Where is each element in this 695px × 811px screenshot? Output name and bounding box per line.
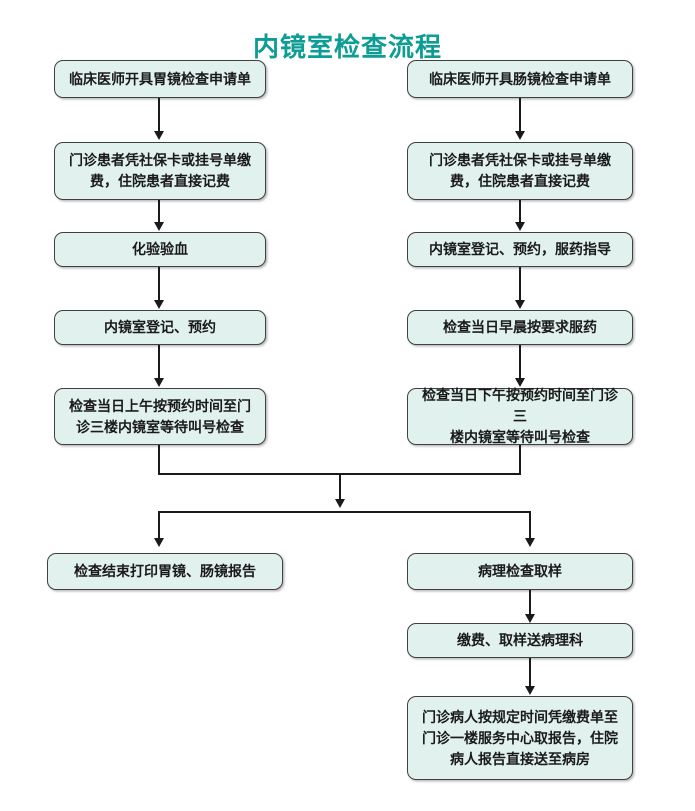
connector-line [158,345,160,379]
node-gastroscopy-request: 临床医师开具胃镜检查申请单 [54,60,266,98]
node-blood-test: 化验验血 [54,232,266,267]
connector-line [519,98,521,132]
arrowhead-icon [154,378,164,387]
node-label: 检查当日早晨按要求服药 [443,319,597,335]
arrowhead-icon [154,131,164,140]
arrowhead-icon [525,686,535,695]
connector-line [529,511,531,539]
connector-line [519,200,521,223]
connector-line [519,267,521,301]
arrowhead-icon [515,378,525,387]
connector-line [519,445,521,474]
page-title: 内镜室检查流程 [252,32,442,62]
connector-line [529,658,531,687]
connector-line [339,473,341,500]
node-label: 检查结束打印胃镜、肠镜报告 [74,563,256,579]
node-pathology-payment: 缴费、取样送病理科 [407,623,633,658]
arrowhead-icon [335,499,345,508]
arrowhead-icon [154,538,164,547]
connector-line [158,98,160,132]
node-label: 检查当日下午按预约时间至门诊三 楼内镜室等待叫号检查 [422,387,618,445]
node-label: 门诊患者凭社保卡或挂号单缴 费，住院患者直接记费 [69,152,251,189]
node-label: 内镜室登记、预约 [104,319,216,335]
node-right-payment: 门诊患者凭社保卡或挂号单缴 费，住院患者直接记费 [407,142,633,200]
arrowhead-icon [525,538,535,547]
node-left-payment: 门诊患者凭社保卡或挂号单缴 费，住院患者直接记费 [54,142,266,200]
node-print-report: 检查结束打印胃镜、肠镜报告 [47,553,283,590]
connector-line [158,511,160,539]
node-label: 病理检查取样 [478,563,562,579]
node-label: 化验验血 [132,241,188,257]
arrowhead-icon [515,222,525,231]
arrowhead-icon [525,614,535,623]
node-right-waiting: 检查当日下午按预约时间至门诊三 楼内镜室等待叫号检查 [407,387,633,445]
connector-line [158,445,160,474]
node-report-collection: 门诊病人按规定时间凭缴费单至 门诊一楼服务中心取报告，住院 病人报告直接送至病房 [407,696,633,780]
node-left-waiting: 检查当日上午按预约时间至门 诊三楼内镜室等待叫号检查 [54,388,266,445]
arrowhead-icon [154,222,164,231]
node-label: 临床医师开具肠镜检查申请单 [429,70,611,87]
node-label: 检查当日上午按预约时间至门 诊三楼内镜室等待叫号检查 [69,397,251,435]
node-label: 门诊病人按规定时间凭缴费单至 门诊一楼服务中心取报告，住院 病人报告直接送至病房 [422,708,618,767]
arrowhead-icon [515,131,525,140]
arrowhead-icon [515,300,525,309]
node-morning-medication: 检查当日早晨按要求服药 [407,310,633,345]
node-label: 内镜室登记、预约，服药指导 [429,241,611,257]
node-colonoscopy-request: 临床医师开具肠镜检查申请单 [407,60,633,98]
node-label: 缴费、取样送病理科 [457,632,583,648]
arrowhead-icon [154,300,164,309]
connector-line [158,511,530,513]
node-label: 临床医师开具胃镜检查申请单 [69,70,251,87]
node-label: 门诊患者凭社保卡或挂号单缴 费，住院患者直接记费 [429,152,611,189]
node-left-registration: 内镜室登记、预约 [54,310,266,345]
connector-line [158,200,160,223]
node-right-registration-medication: 内镜室登记、预约，服药指导 [407,232,633,267]
node-pathology-sampling: 病理检查取样 [407,553,633,590]
connector-line [529,590,531,615]
connector-line [158,267,160,301]
connector-line [519,345,521,379]
